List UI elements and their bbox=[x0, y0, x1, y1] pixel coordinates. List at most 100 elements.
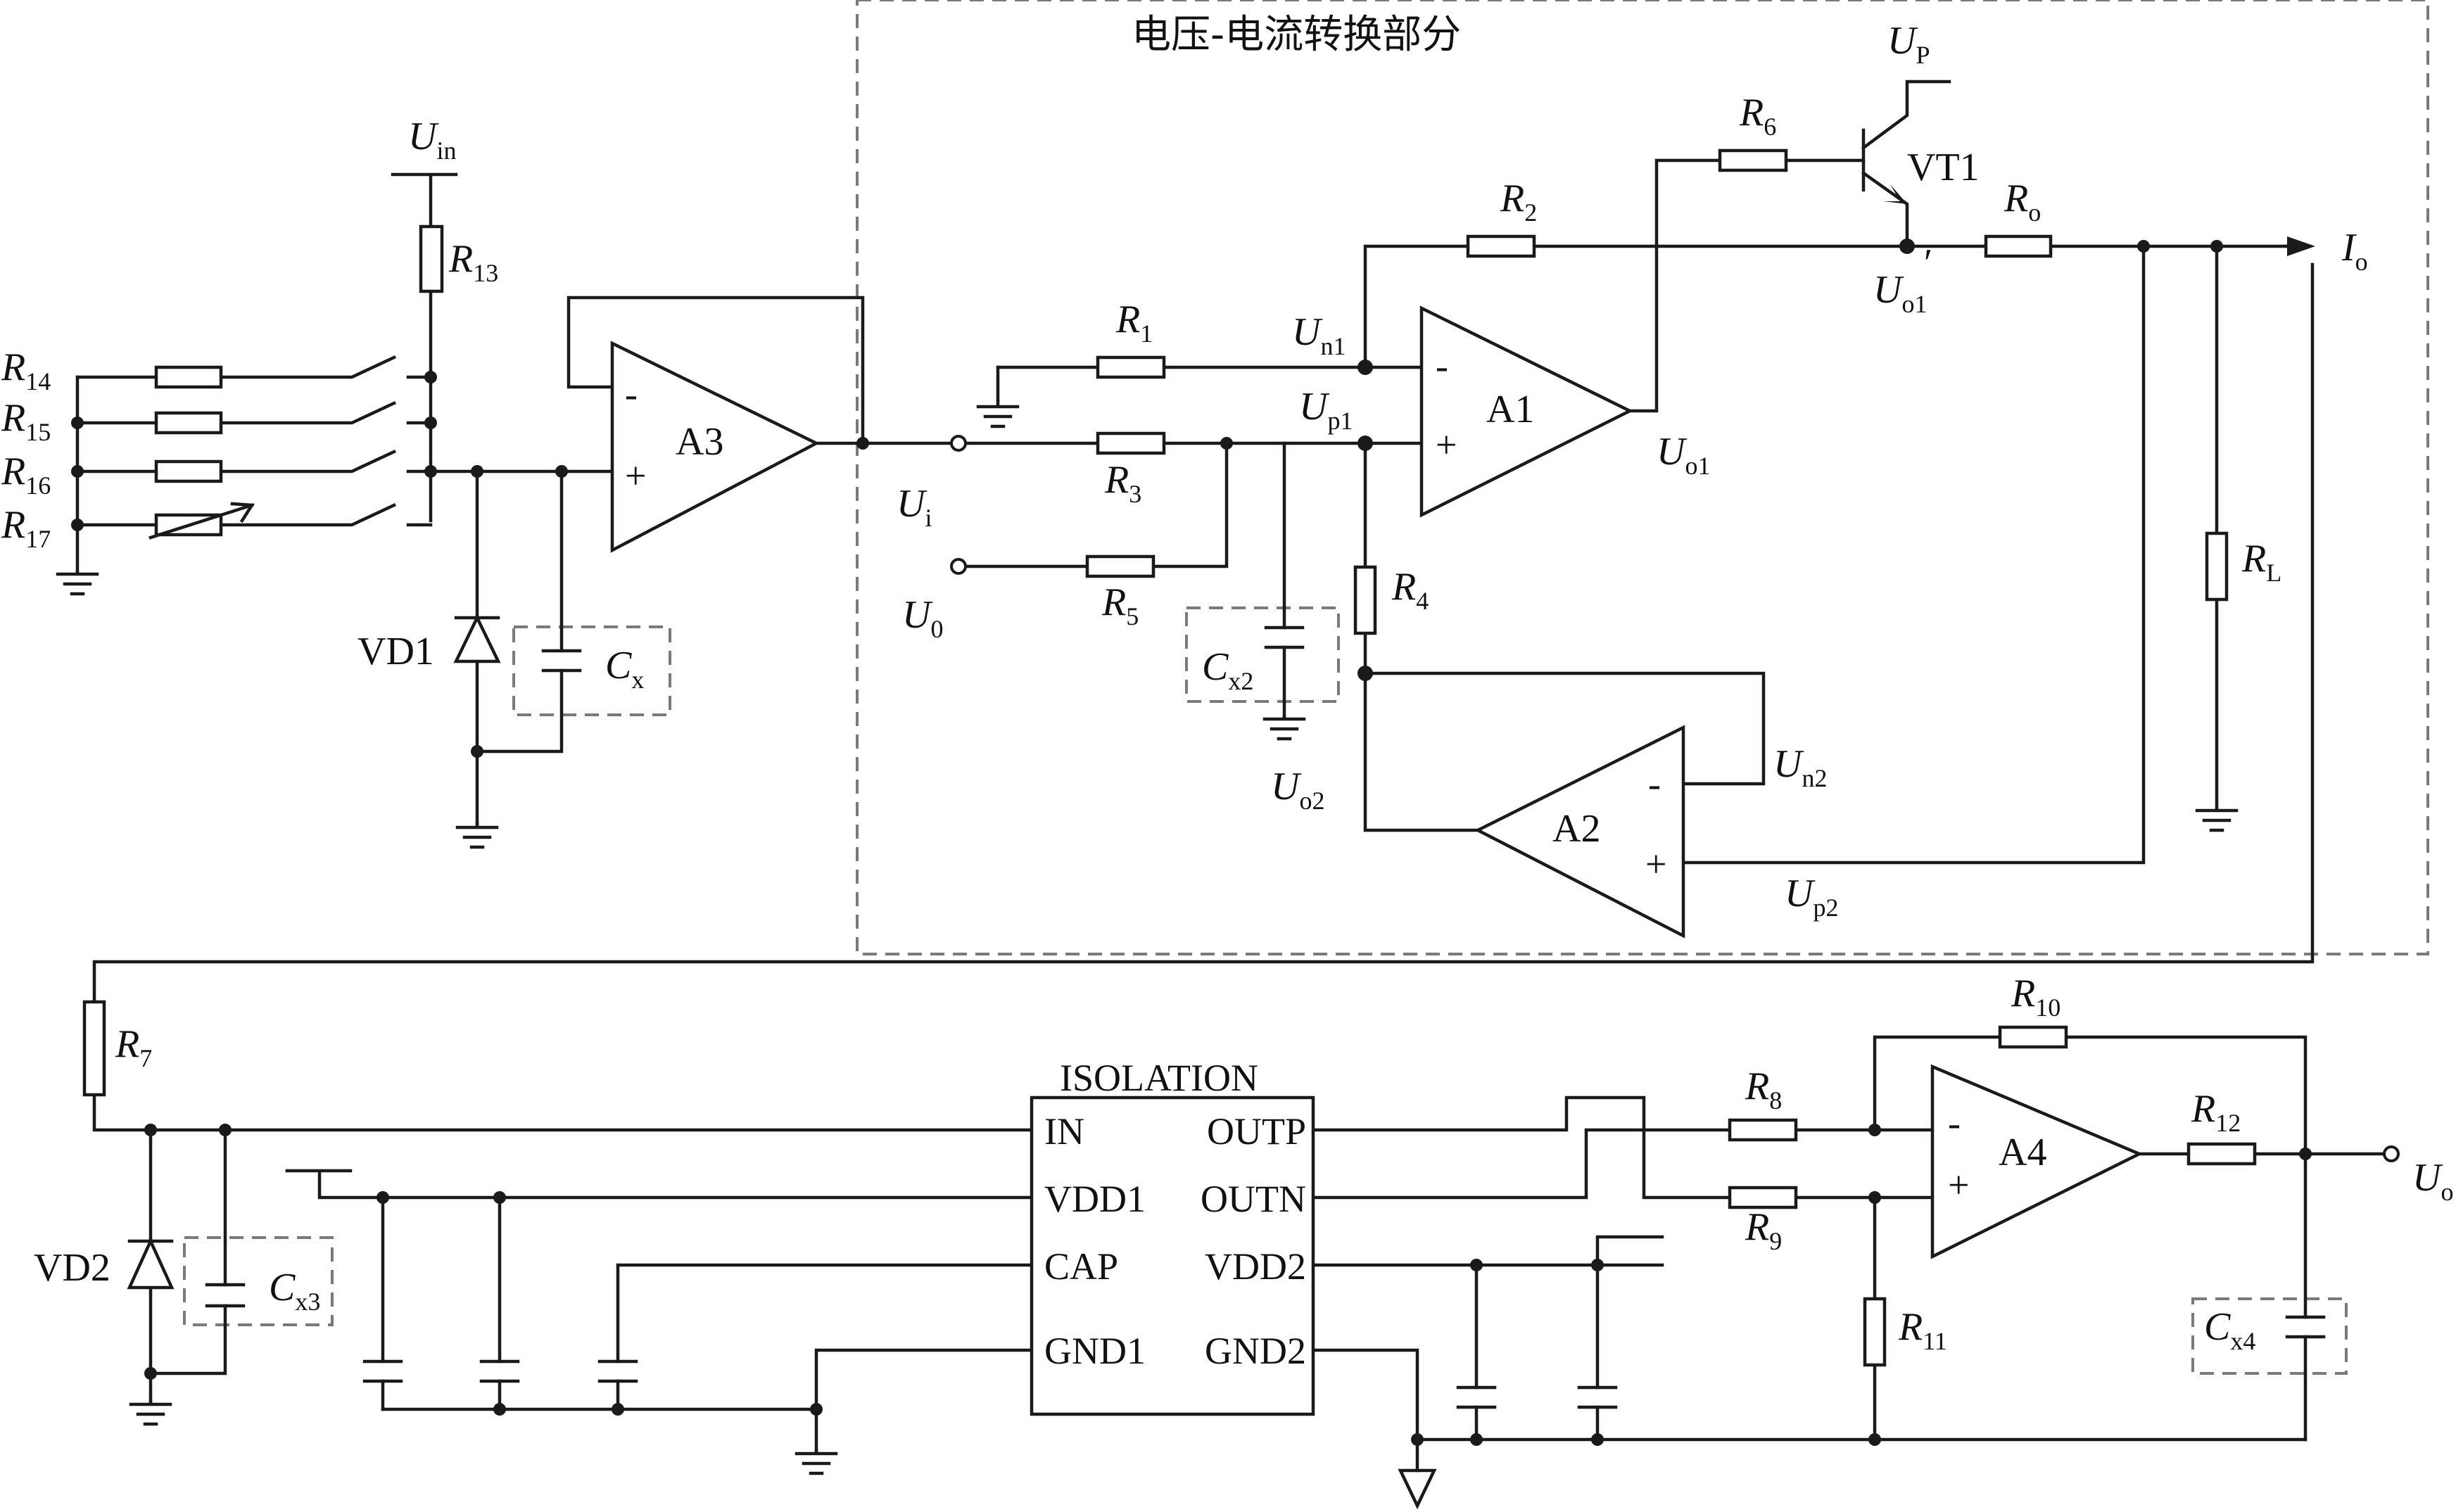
ground-symbols bbox=[56, 399, 2239, 1510]
resistor-r14 bbox=[154, 365, 223, 389]
resistor-r8 bbox=[1728, 1118, 1798, 1142]
svg-text:-: - bbox=[1948, 1102, 1961, 1144]
capacitor-cx bbox=[541, 649, 582, 673]
pin-gnd2: GND2 bbox=[1205, 1330, 1306, 1372]
label-r17: R17 bbox=[1, 503, 51, 553]
diode-vd2-icon bbox=[127, 1237, 175, 1290]
svg-text:A2: A2 bbox=[1552, 807, 1600, 851]
label-vt1: VT1 bbox=[1907, 146, 1980, 189]
ground-icon bbox=[455, 822, 499, 849]
section-title: 电压-电流转换部分 bbox=[1132, 12, 1461, 58]
resistor-r13 bbox=[419, 224, 444, 293]
resistor-r4 bbox=[1353, 565, 1377, 635]
cx2-dashed-box bbox=[1185, 606, 1340, 703]
resistor-ro bbox=[1984, 234, 2053, 258]
label-r12: R12 bbox=[2191, 1087, 2241, 1137]
transistor-emitter-arrow-icon bbox=[1883, 184, 1907, 204]
label-uin: Uin bbox=[408, 115, 456, 165]
label-r11: R11 bbox=[1898, 1305, 1947, 1355]
label-r5: R5 bbox=[1101, 580, 1139, 630]
label-r8: R8 bbox=[1745, 1065, 1782, 1114]
label-r3: R3 bbox=[1104, 458, 1141, 508]
label-r15: R15 bbox=[1, 396, 51, 446]
resistor-r11 bbox=[1863, 1297, 1887, 1367]
label-r10: R10 bbox=[2011, 972, 2061, 1022]
svg-text:-: - bbox=[625, 373, 638, 415]
label-cx: Cx bbox=[605, 644, 644, 694]
resistor-r16 bbox=[154, 459, 223, 483]
u0-terminal bbox=[950, 558, 967, 575]
resistor-r6 bbox=[1718, 148, 1788, 172]
label-r16: R16 bbox=[1, 450, 51, 500]
label-rl: RL bbox=[2241, 537, 2281, 587]
svg-text:A4: A4 bbox=[1999, 1131, 2046, 1174]
resistor-r5 bbox=[1085, 554, 1156, 578]
isolation-chip: ISOLATION IN VDD1 CAP GND1 OUTP OUTN VDD… bbox=[1030, 1057, 1315, 1416]
resistor-bodies bbox=[82, 148, 2257, 1367]
uo-terminal bbox=[2383, 1145, 2400, 1162]
io-arrow-icon bbox=[2287, 236, 2315, 256]
label-r13: R13 bbox=[448, 237, 498, 287]
ground-icon bbox=[129, 1399, 172, 1426]
capacitor-vdd1b bbox=[479, 1359, 520, 1383]
pin-outn: OUTN bbox=[1201, 1178, 1306, 1220]
capacitor-cx4 bbox=[2285, 1315, 2326, 1339]
label-r7: R7 bbox=[115, 1022, 152, 1072]
capacitor-cap bbox=[597, 1359, 638, 1383]
wiring bbox=[75, 80, 2385, 1473]
pin-in: IN bbox=[1044, 1110, 1084, 1152]
ground-icon bbox=[56, 569, 99, 596]
svg-text:+: + bbox=[1645, 843, 1666, 885]
label-up1: Up1 bbox=[1299, 385, 1353, 435]
capacitor-plates bbox=[205, 625, 2326, 1409]
label-r9: R9 bbox=[1745, 1205, 1782, 1255]
ui-terminal bbox=[950, 435, 967, 452]
pin-cap: CAP bbox=[1044, 1245, 1118, 1288]
svg-text:A1: A1 bbox=[1486, 388, 1534, 431]
ground-icon bbox=[1262, 714, 1306, 741]
label-r14: R14 bbox=[1, 345, 51, 395]
opamp-a4: - + A4 bbox=[1930, 1064, 2144, 1259]
ground-icon bbox=[976, 399, 1020, 428]
label-un2: Un2 bbox=[1773, 742, 1827, 792]
isolation-chip-title: ISOLATION bbox=[1060, 1057, 1258, 1099]
opamp-a3: - + A3 bbox=[610, 341, 820, 553]
label-up: UP bbox=[1887, 19, 1930, 69]
capacitor-vdd2a bbox=[1456, 1385, 1497, 1409]
pin-gnd1: GND1 bbox=[1044, 1330, 1146, 1372]
terminals bbox=[950, 435, 2400, 1162]
diodes bbox=[127, 614, 501, 1290]
label-uo: Uo bbox=[2412, 1156, 2453, 1206]
capacitor-vdd2b bbox=[1577, 1385, 1618, 1409]
label-uo2: Uo2 bbox=[1271, 765, 1324, 815]
pin-vdd1: VDD1 bbox=[1044, 1178, 1146, 1220]
label-ro: Ro bbox=[2004, 177, 2041, 227]
label-cx3: Cx3 bbox=[269, 1266, 320, 1316]
opamp-a2: - + A2 bbox=[1474, 725, 1685, 939]
svg-text:+: + bbox=[1948, 1164, 1969, 1206]
label-r1: R1 bbox=[1115, 298, 1153, 348]
label-uo1: Uo1 bbox=[1657, 430, 1710, 480]
label-r6: R6 bbox=[1739, 91, 1776, 141]
resistor-rl bbox=[2205, 531, 2229, 602]
label-uo1-prime: Uo1′ bbox=[1873, 241, 1930, 318]
resistor-r1 bbox=[1096, 355, 1166, 379]
ground-icon bbox=[2195, 807, 2239, 832]
resistor-r12 bbox=[2186, 1142, 2257, 1166]
label-up2: Up2 bbox=[1785, 872, 1838, 922]
svg-text:+: + bbox=[1436, 424, 1457, 466]
label-un1: Un1 bbox=[1292, 310, 1346, 360]
resistor-r15 bbox=[154, 411, 223, 435]
ground-icon bbox=[795, 1449, 838, 1475]
label-cx2: Cx2 bbox=[1202, 645, 1253, 695]
label-io: Io bbox=[2341, 226, 2368, 276]
resistor-r7 bbox=[82, 1000, 106, 1097]
pin-outp: OUTP bbox=[1207, 1110, 1306, 1152]
svg-text:A3: A3 bbox=[676, 420, 723, 464]
label-ui: Ui bbox=[897, 482, 932, 532]
vi-conversion-section-box bbox=[856, 0, 2429, 955]
svg-text:-: - bbox=[1648, 763, 1661, 805]
label-r2: R2 bbox=[1500, 177, 1537, 227]
potentiometer-arrow-icon bbox=[148, 502, 255, 540]
iso-ground-icon bbox=[1398, 1468, 1437, 1510]
